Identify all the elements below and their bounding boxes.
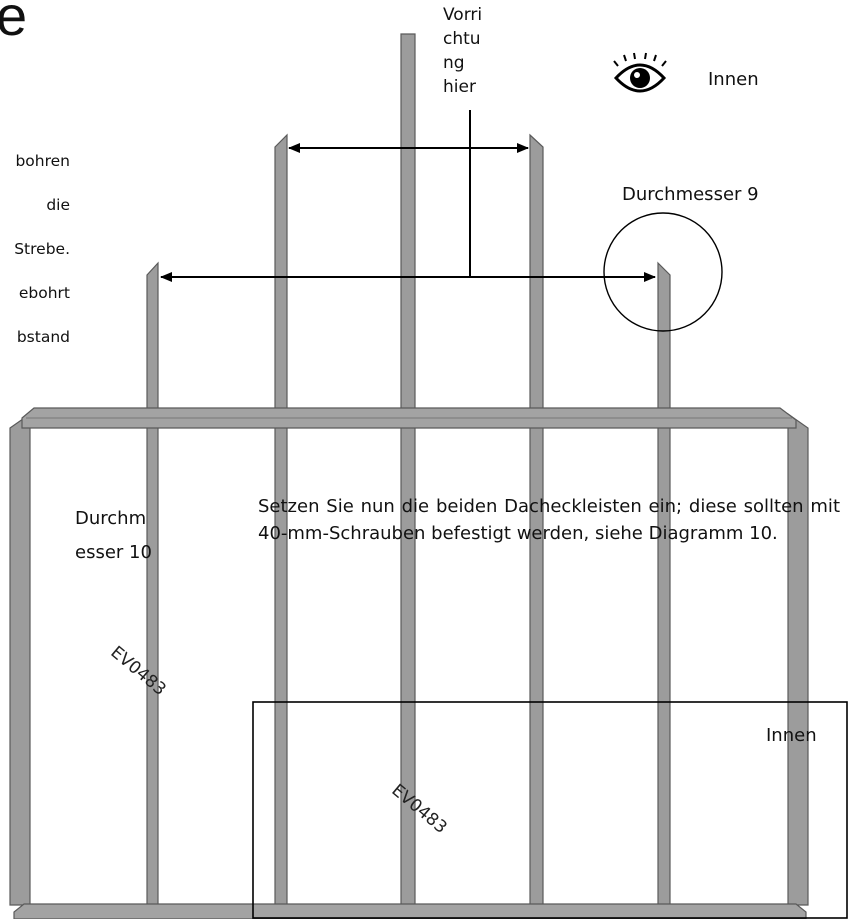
assembly-instruction: Setzen Sie nun die beiden Dacheckleisten… (258, 496, 840, 544)
left-para-line-1: bohren (15, 152, 70, 170)
left-para-line-3: Strebe. (14, 240, 70, 258)
top-beam (21, 407, 797, 429)
corner-post-right (787, 412, 809, 906)
detail-box (252, 701, 848, 919)
vertical-struts (9, 33, 809, 906)
strut-center (400, 33, 416, 906)
left-instruction-paragraph: bohren die Strebe. ebohrt bstand (0, 128, 70, 370)
page-title-fragment: e (0, 0, 28, 47)
diameter-9-circle (603, 212, 723, 332)
inside-view-label: Innen (708, 69, 759, 90)
diameter-9-label: Durchmesser 9 (622, 184, 759, 205)
strut-outer-left (146, 261, 159, 906)
left-para-line-5: bstand (16, 328, 70, 346)
eye-icon (613, 52, 667, 93)
detail-inside-label: Innen (766, 725, 817, 746)
left-para-line-4: ebohrt (18, 284, 70, 302)
device-here-label: Vorri chtu ng hier (443, 5, 483, 97)
bottom-beam (13, 903, 807, 919)
diameter-10-label: Durchm esser 10 (75, 508, 152, 563)
strut-outer-right (657, 261, 671, 906)
corner-post-left (9, 412, 31, 906)
left-para-line-2: die (46, 196, 70, 214)
